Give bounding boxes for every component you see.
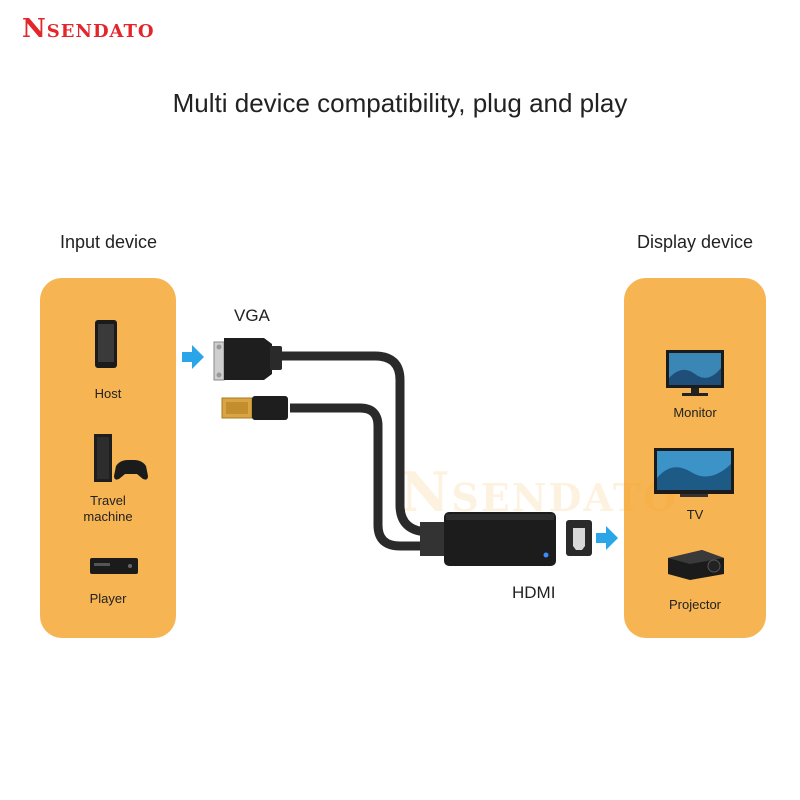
hdmi-label: HDMI bbox=[512, 583, 556, 602]
device-label-projector: Projector bbox=[668, 597, 722, 612]
input-device-title: Input device bbox=[60, 232, 158, 252]
page-headline: Multi device compatibility, plug and pla… bbox=[172, 88, 628, 118]
device-label-tv: TV bbox=[686, 507, 704, 522]
brand-logo: Nsendato bbox=[22, 14, 155, 44]
arrow-right-icon bbox=[182, 345, 204, 369]
device-label-travel-machine: Travel machine bbox=[83, 493, 133, 524]
vga-connector bbox=[213, 338, 282, 381]
device-label-monitor: Monitor bbox=[673, 405, 717, 420]
dvd-player-icon bbox=[90, 558, 138, 574]
hdmi-port bbox=[566, 520, 592, 556]
device-label-player: Player bbox=[89, 591, 127, 606]
hdmi-converter-box bbox=[444, 512, 556, 566]
phone-icon bbox=[95, 320, 117, 368]
game-console-icon bbox=[94, 434, 148, 482]
device-label-host: Host bbox=[94, 386, 122, 401]
tv-icon bbox=[654, 448, 734, 497]
vga-label: VGA bbox=[234, 306, 270, 325]
arrow-right-icon bbox=[596, 526, 618, 550]
projector-icon bbox=[668, 550, 724, 580]
display-device-title: Display device bbox=[637, 232, 754, 252]
monitor-icon bbox=[666, 350, 724, 396]
usb-connector bbox=[221, 396, 288, 420]
